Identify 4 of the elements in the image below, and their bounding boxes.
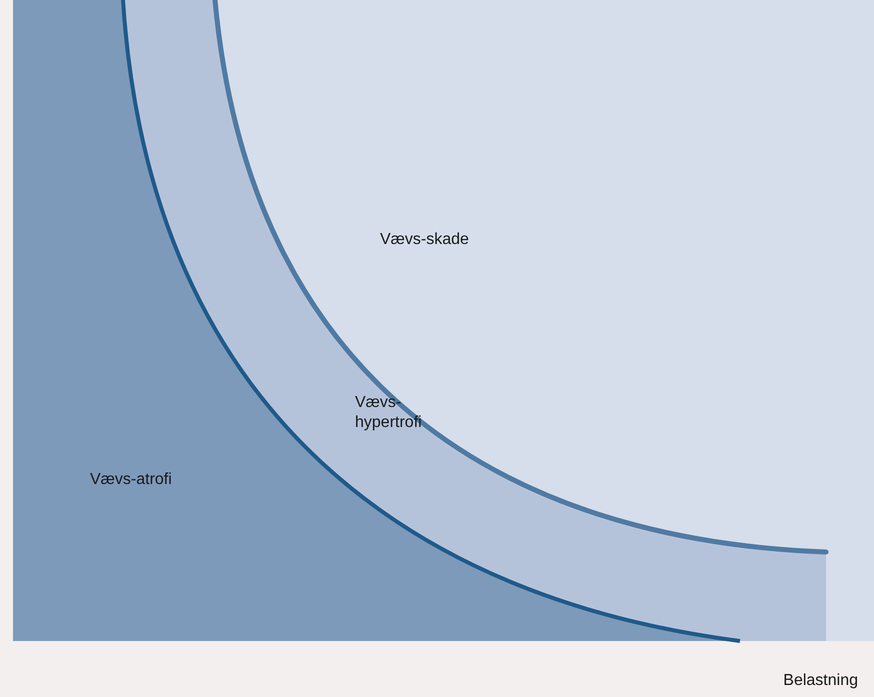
region-label: Vævs-skade: [380, 230, 540, 250]
region-label: Vævs- hypertrofi: [355, 393, 435, 433]
axis-label: Belastning: [783, 672, 858, 690]
region-label: Vævs-atrofi: [90, 470, 230, 490]
